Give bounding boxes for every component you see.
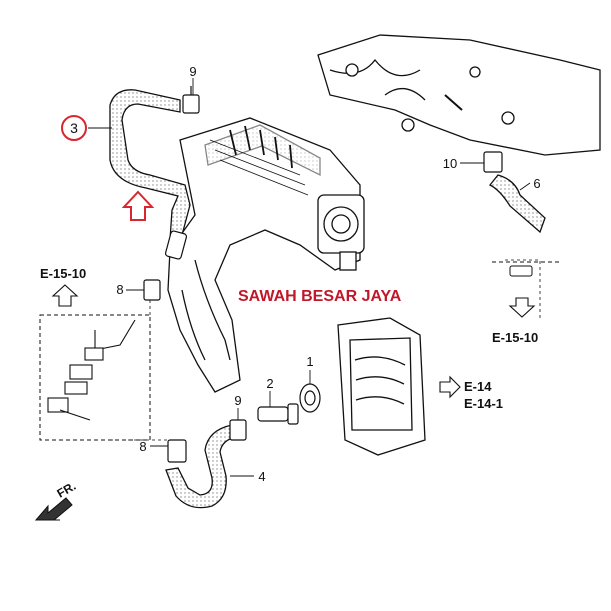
part-label-2: 2 <box>266 376 273 391</box>
leader-lines <box>110 259 541 441</box>
clamp-10 <box>483 151 503 173</box>
part-label-4: 4 <box>258 469 265 484</box>
hose-3 <box>109 89 191 242</box>
small-connector-right <box>509 265 533 277</box>
part-label-9-lower: 9 <box>234 393 241 408</box>
dashed-box-e15-10 <box>39 314 151 441</box>
ref-e15-10-right: E-15-10 <box>492 330 538 345</box>
part-label-8-upper: 8 <box>116 282 123 297</box>
part-label-6: 6 <box>533 176 540 191</box>
callout-lines <box>88 78 531 477</box>
ref-e14-1: E-14-1 <box>464 396 503 411</box>
separator-plate <box>337 317 426 456</box>
cylinder-head-cover <box>317 34 601 156</box>
part-label-1: 1 <box>306 354 313 369</box>
part-label-10: 10 <box>443 156 457 171</box>
ref-arrow-right-e14 <box>439 375 461 399</box>
highlight-circle <box>61 115 87 141</box>
intake-manifold <box>167 117 361 393</box>
part-label-8-lower: 8 <box>139 439 146 454</box>
ref-arrow-up-left <box>51 284 79 307</box>
clamp-9-lower <box>229 419 247 441</box>
pcv-valve-2 <box>257 403 299 425</box>
clamp-9-top <box>182 86 200 114</box>
grommet-1 <box>299 383 321 413</box>
part-label-9-top: 9 <box>189 64 196 79</box>
throttle-body <box>317 194 365 271</box>
clamp-8-lower <box>167 439 187 463</box>
hose-3-connector <box>164 230 188 260</box>
highlight-arrow <box>121 190 155 221</box>
hose-4 <box>165 424 237 509</box>
ref-e15-10-left: E-15-10 <box>40 266 86 281</box>
front-label: FR. <box>55 479 79 501</box>
ref-e14: E-14 <box>464 379 492 394</box>
front-arrow-icon <box>34 497 73 521</box>
part-label-3: 3 <box>70 120 78 136</box>
watermark-text: SAWAH BESAR JAYA <box>238 288 402 305</box>
ref-arrow-down-right <box>508 297 536 318</box>
hose-6 <box>488 174 546 234</box>
clamp-8-upper <box>143 279 161 301</box>
harness-detail <box>47 319 136 421</box>
